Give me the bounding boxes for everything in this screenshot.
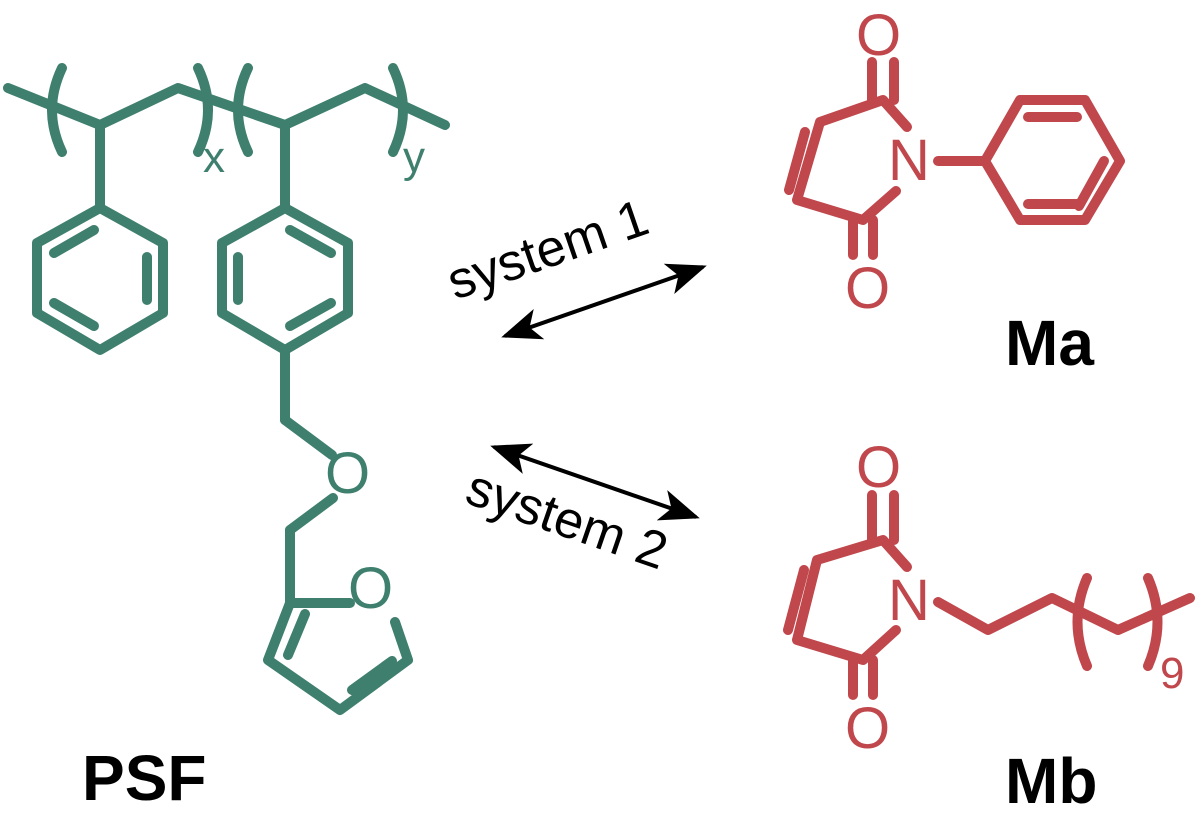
ma-phenyl-ring	[980, 95, 1125, 225]
mb-alkyl-chain	[933, 593, 1195, 635]
ma-bottom-oxygen: O	[845, 256, 890, 321]
psf-subscript-x: x	[203, 133, 225, 182]
psf-furan-ring	[263, 598, 413, 715]
mb-imide-ring	[792, 535, 912, 665]
psf-paren-x-right	[193, 63, 213, 157]
system2-arrow	[490, 443, 700, 521]
mb-paren-left	[1072, 573, 1092, 671]
mb-top-oxygen: O	[856, 435, 901, 500]
psf-subscript-y: y	[403, 133, 425, 182]
mb-nitrogen: N	[888, 568, 930, 633]
psf-paren-y-left	[233, 63, 253, 157]
ma-structure: O N O	[784, 3, 1125, 321]
mb-label: Mb	[1005, 745, 1097, 817]
ma-label: Ma	[1005, 307, 1094, 379]
system1-arrow	[501, 263, 707, 340]
psf-styrene-ring	[32, 203, 168, 355]
ma-imide-ring	[792, 95, 912, 225]
psf-furan-oxygen: O	[348, 556, 393, 621]
mb-bottom-oxygen: O	[845, 696, 890, 761]
system2-label: system 2	[459, 459, 675, 582]
mb-structure: O N O 9	[783, 435, 1195, 761]
mb-subscript-9: 9	[1160, 649, 1184, 698]
mb-paren-right	[1143, 573, 1163, 671]
psf-backbone	[3, 83, 450, 130]
psf-label: PSF	[82, 742, 206, 814]
psf-paren-x-left	[47, 63, 67, 157]
ma-nitrogen: N	[888, 128, 930, 193]
psf-paren-y-right	[388, 63, 408, 157]
psf-structure: x y O O	[3, 63, 450, 715]
